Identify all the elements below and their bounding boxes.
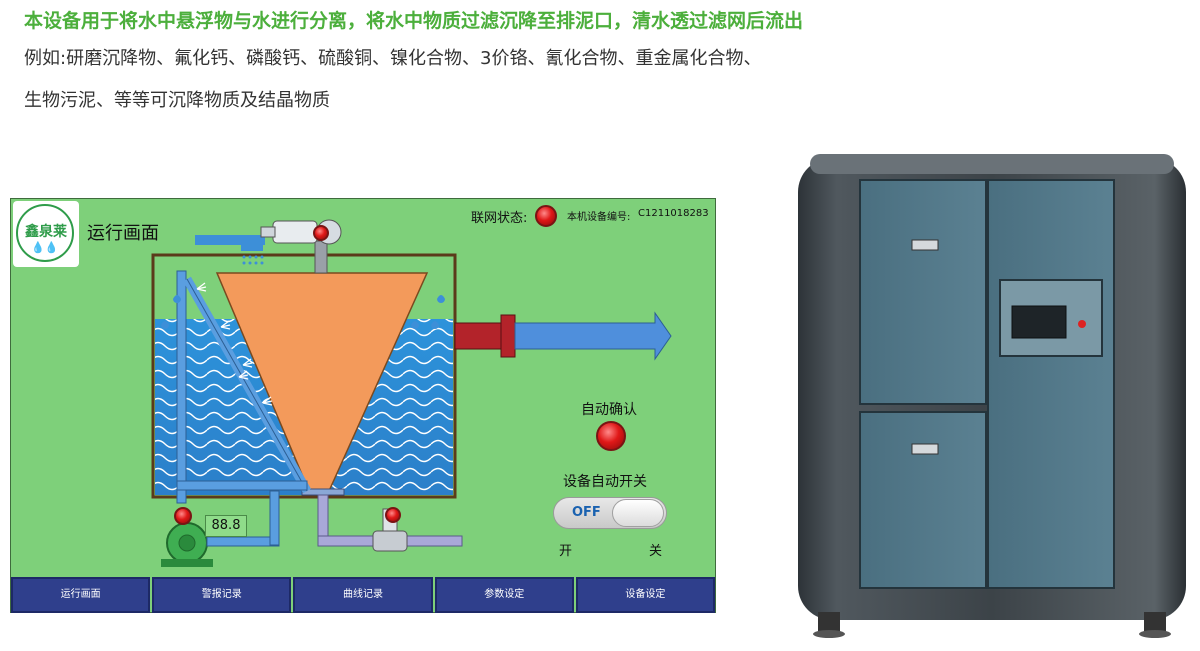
close-label: 关 xyxy=(649,544,663,559)
network-status-label: 联网状态: xyxy=(471,211,528,226)
touch-screen xyxy=(1011,305,1067,339)
pump-pipe xyxy=(206,536,280,547)
pump-status-indicator xyxy=(174,507,192,525)
handle-lower xyxy=(911,443,939,455)
drain-pipe-vertical xyxy=(317,494,329,542)
outlet-arrow-icon xyxy=(514,311,672,361)
outlet-pipe xyxy=(454,322,502,350)
flow-reading: 88.8 xyxy=(205,515,247,537)
bottom-nav: 运行画面 警报记录 曲线记录 参数设定 设备设定 xyxy=(11,577,716,613)
top-pump xyxy=(260,219,342,245)
device-number-label: 本机设备编号: xyxy=(567,212,631,223)
foot-right xyxy=(1144,612,1166,632)
process-diagram xyxy=(151,219,672,567)
lower-left-panel xyxy=(859,411,987,589)
auto-confirm-button[interactable] xyxy=(596,421,626,451)
network-status-indicator xyxy=(535,205,557,227)
outlet-flange xyxy=(500,314,516,358)
pump-pipe-up xyxy=(269,490,280,546)
hmi-screen: 鑫泉莱 💧💧 运行画面 联网状态: 本机设备编号: C1211018283 88… xyxy=(10,198,716,613)
cabinet-top xyxy=(810,154,1174,174)
spray-head xyxy=(241,245,263,251)
auto-confirm-label: 自动确认 xyxy=(581,402,637,418)
nav-run-screen[interactable]: 运行画面 xyxy=(11,577,151,613)
company-logo: 鑫泉莱 💧💧 xyxy=(13,201,79,267)
upper-left-panel xyxy=(859,179,987,405)
nozzle-icons xyxy=(196,282,273,406)
toggle-state: OFF xyxy=(572,505,601,520)
nav-curve-log[interactable]: 曲线记录 xyxy=(293,577,433,613)
device-number: C1211018283 xyxy=(638,208,709,219)
logo-text: 鑫泉莱 xyxy=(25,224,67,240)
nav-device-settings[interactable]: 设备设定 xyxy=(575,577,716,613)
open-label: 开 xyxy=(559,544,573,559)
right-panel xyxy=(987,179,1115,589)
bottom-pipe xyxy=(176,480,308,491)
foot-left xyxy=(818,612,840,632)
emergency-button xyxy=(1078,320,1086,328)
spray-drops xyxy=(242,255,264,265)
headline: 本设备用于将水中悬浮物与水进行分离，将水中物质过滤沉降至排泥口，清水透过滤网后流… xyxy=(24,10,804,32)
valve-status-indicator xyxy=(385,507,401,523)
description-line-2: 生物污泥、等等可沉降物质及结晶物质 xyxy=(24,90,330,111)
equipment-cabinet-photo xyxy=(798,154,1186,638)
spray-bar xyxy=(195,235,265,245)
nav-alarm-log[interactable]: 警报记录 xyxy=(152,577,292,613)
backwash-pipe-left xyxy=(176,270,187,504)
description-line-1: 例如:研磨沉降物、氟化钙、磷酸钙、硫酸铜、镍化合物、3价铬、氰化合物、重金属化合… xyxy=(24,48,762,69)
water-drop-icon: 💧💧 xyxy=(31,241,59,254)
inlet-pipe-vertical xyxy=(314,240,328,274)
screen-title: 运行画面 xyxy=(87,223,159,244)
handle-upper xyxy=(911,239,939,251)
auto-switch-label: 设备自动开关 xyxy=(563,474,647,490)
nav-parameters[interactable]: 参数设定 xyxy=(434,577,574,613)
toggle-knob[interactable] xyxy=(612,499,664,527)
top-pump-status-indicator xyxy=(313,225,329,241)
auto-switch-toggle[interactable]: OFF xyxy=(553,497,667,529)
drop-icons xyxy=(161,295,445,329)
